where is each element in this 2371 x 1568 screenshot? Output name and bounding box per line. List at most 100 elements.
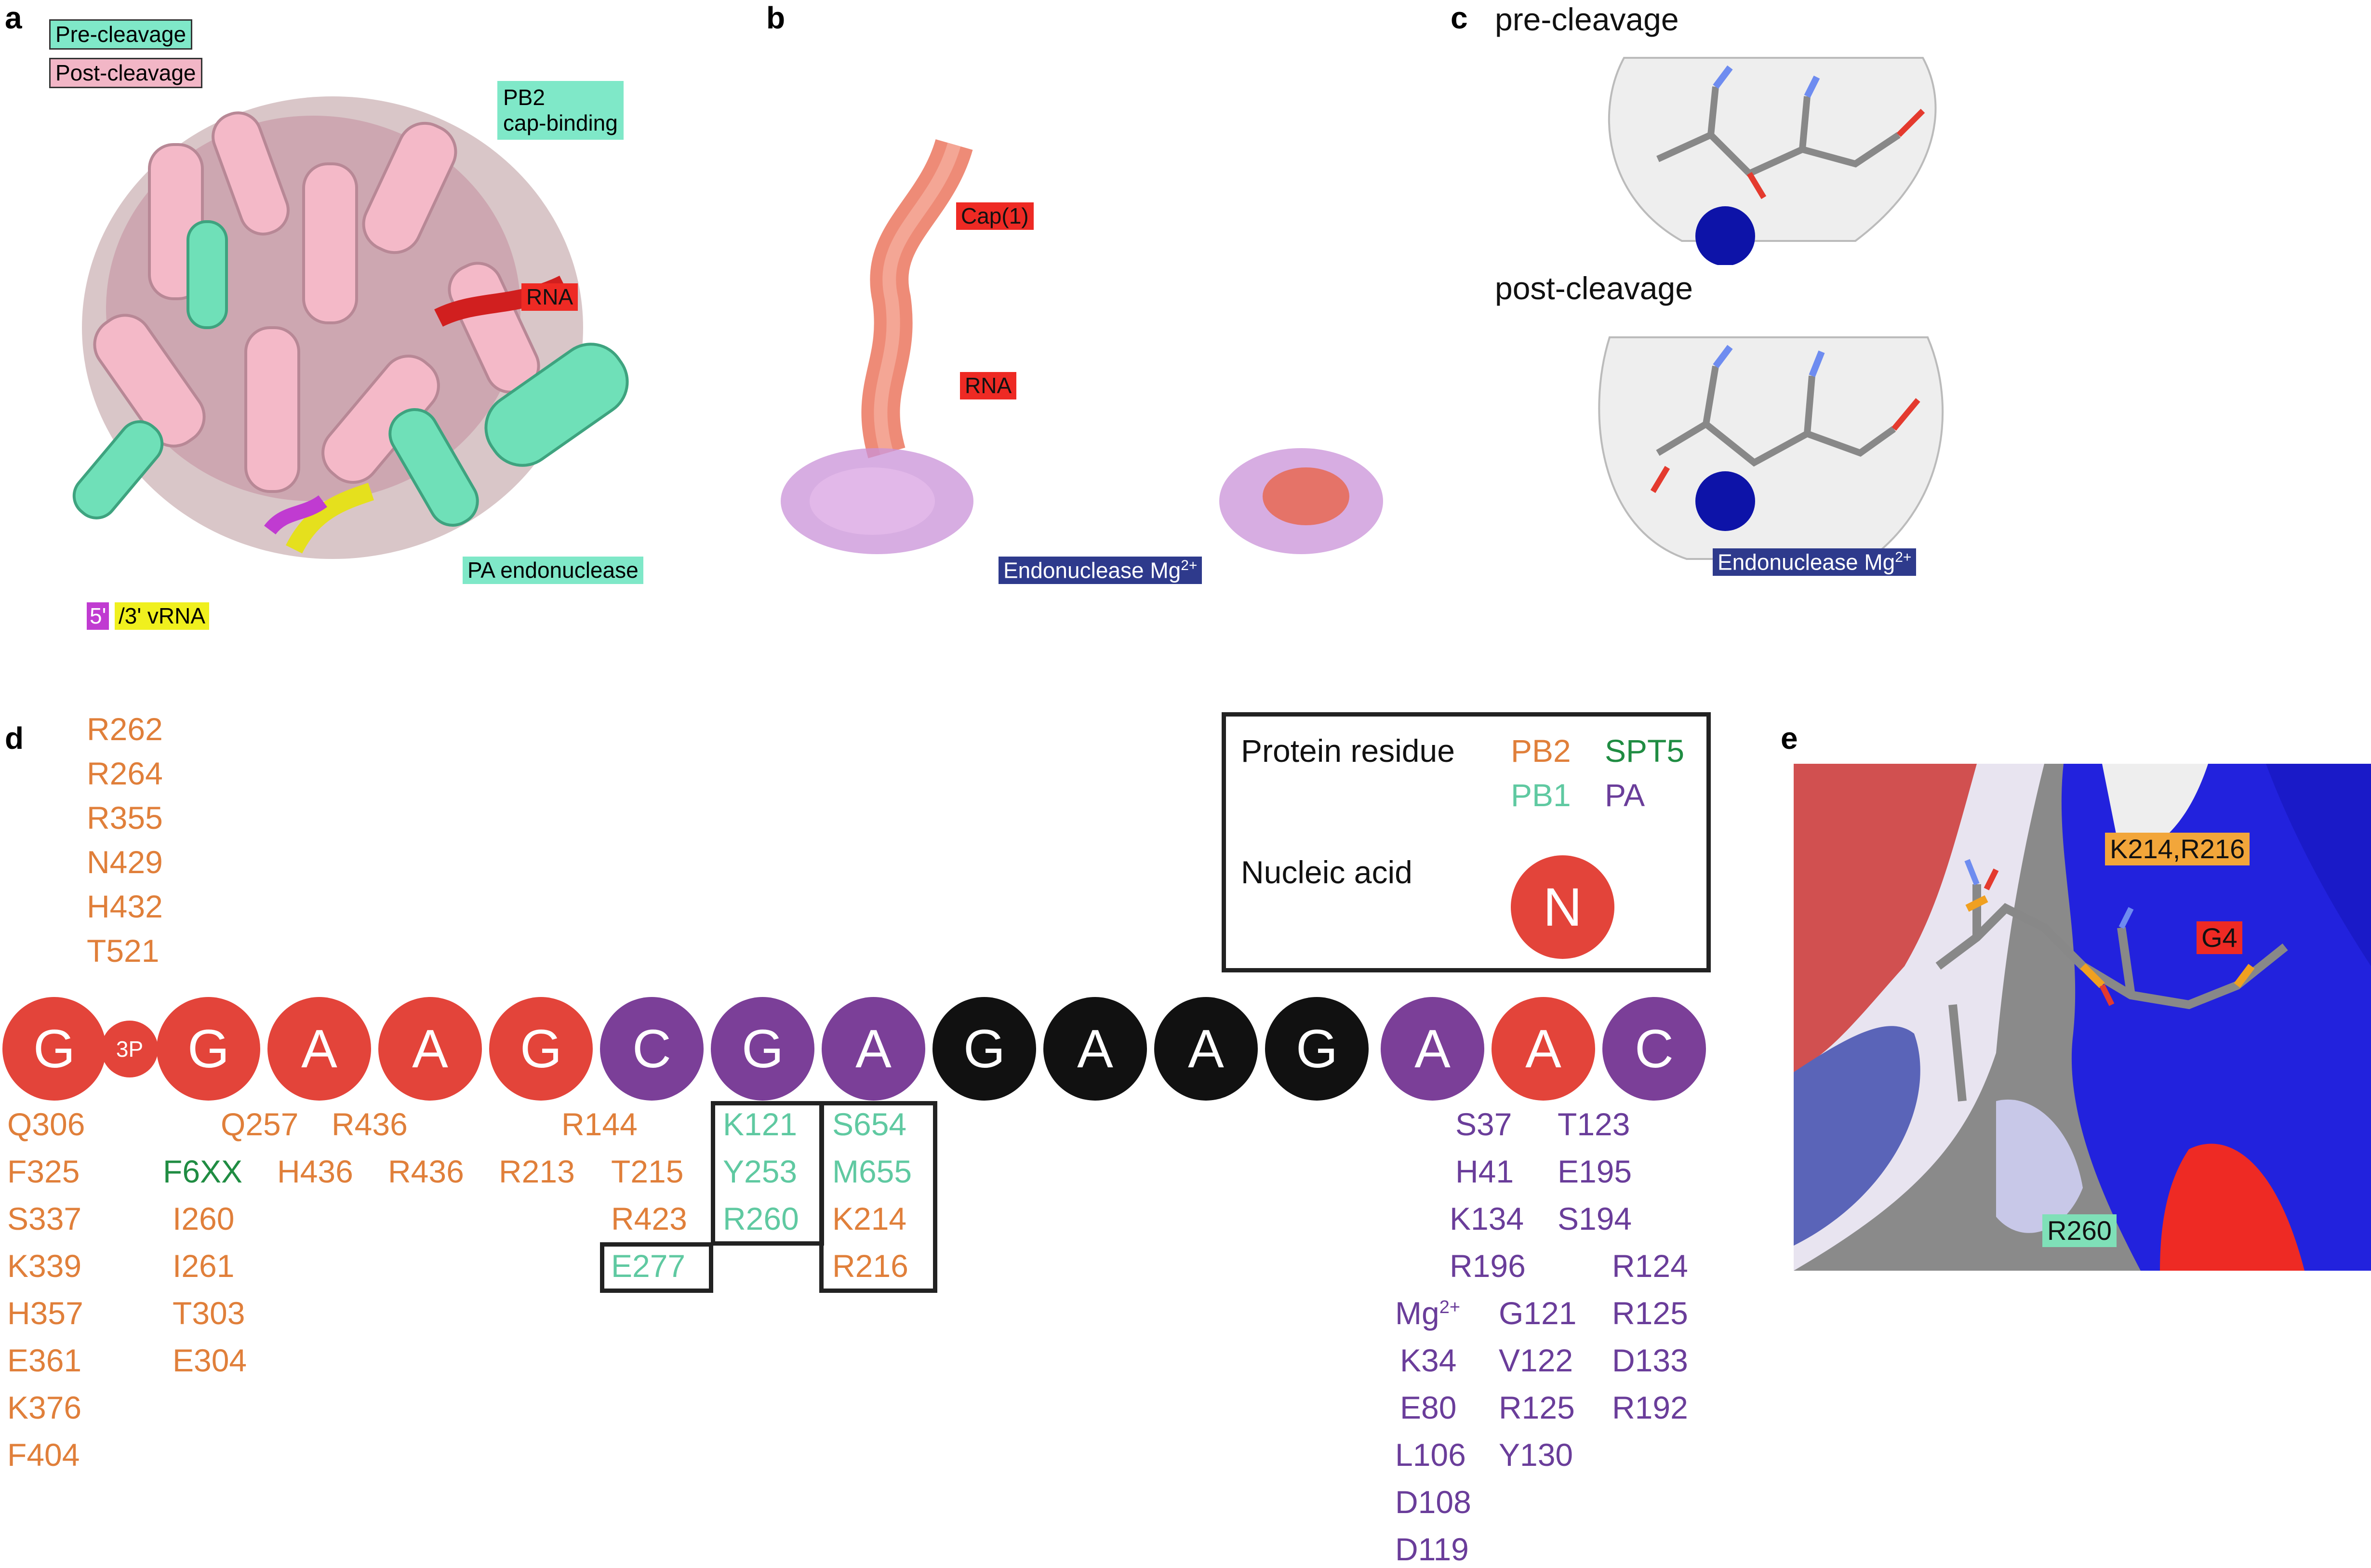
- vrna-3-tag: /3' vRNA: [115, 602, 210, 630]
- mg-superscript-d: 2+: [1439, 1297, 1461, 1317]
- e277-box: [600, 1242, 713, 1293]
- endonuclease-mg-tag-c: Endonuclease Mg2+: [1713, 548, 1917, 576]
- nucleotide: G: [932, 997, 1036, 1101]
- residue: T303: [173, 1295, 245, 1331]
- r260-tag: R260: [2042, 1214, 2117, 1248]
- residue: R196: [1450, 1248, 1526, 1284]
- residue: T215: [611, 1154, 684, 1189]
- legend-pb2: PB2: [1511, 733, 1571, 769]
- nucleotide: G: [157, 997, 260, 1101]
- residue: R124: [1612, 1248, 1688, 1284]
- residue: K376: [7, 1390, 82, 1425]
- nucleotide: A: [1492, 997, 1595, 1101]
- top-residue: T521: [87, 933, 160, 969]
- residue: Y253: [723, 1154, 798, 1189]
- residue: R216: [832, 1248, 908, 1284]
- nucleotide: A: [267, 997, 371, 1101]
- legend-protein-residue: Protein residue: [1241, 733, 1455, 769]
- residue: K121: [723, 1106, 798, 1142]
- residue: G121: [1499, 1295, 1577, 1331]
- legend-pb1: PB1: [1511, 777, 1571, 813]
- nucleotide: G: [1265, 997, 1369, 1101]
- residue-column-pa4: T123 E195 S194: [1558, 1108, 1632, 1235]
- residue: R192: [1612, 1390, 1688, 1425]
- residue-column-2: I260 I261 T303 E304: [173, 1203, 247, 1376]
- residue: K214: [832, 1201, 907, 1236]
- post-cleavage-tag: Post-cleavage: [49, 58, 202, 88]
- residue: Q257: [221, 1106, 299, 1142]
- residue: S37: [1455, 1106, 1512, 1142]
- residue-column-pa2: K34 E80 L106 D108 D119: [1395, 1344, 1471, 1565]
- panel-c-pre-image: [1608, 57, 1937, 265]
- residue: K34: [1400, 1342, 1457, 1378]
- nucleotide: G: [2, 997, 106, 1101]
- top-residue-stack: R262 R264 R355 N429 H432 T521: [87, 713, 163, 967]
- residue: I261: [173, 1248, 235, 1284]
- residue: R436: [332, 1106, 408, 1142]
- panel-a-structure-image: [72, 96, 629, 559]
- k214-r216-tag: K214,R216: [2105, 833, 2250, 866]
- residue: Y130: [1499, 1437, 1573, 1473]
- residue-column-8: S654 M655 K214 R216: [832, 1108, 912, 1282]
- pb2-label: PB2: [503, 85, 545, 110]
- col8-box: [819, 1101, 937, 1293]
- panel-b-letter: b: [766, 0, 786, 35]
- residue: H41: [1455, 1154, 1514, 1189]
- residue: M655: [832, 1154, 912, 1189]
- panel-b-density-image: [781, 139, 1383, 554]
- nucleotide: G: [489, 997, 593, 1101]
- nucleotide: A: [378, 997, 482, 1101]
- residue: R436: [388, 1154, 464, 1189]
- panel-c-letter: c: [1451, 0, 1468, 35]
- panel-e-letter: e: [1781, 721, 1798, 756]
- residue: L106: [1395, 1437, 1466, 1473]
- g4-tag: G4: [2197, 921, 2242, 955]
- vrna-5-tag: 5': [87, 602, 109, 630]
- top-residue: N429: [87, 844, 163, 880]
- mg-text: Mg: [1395, 1295, 1439, 1331]
- nucleotide: C: [600, 997, 704, 1101]
- residue: D119: [1395, 1531, 1469, 1567]
- legend-spt5: SPT5: [1605, 733, 1685, 769]
- residue: T123: [1558, 1106, 1630, 1142]
- cap-binding-label: cap-binding: [503, 110, 618, 135]
- mg-superscript-b: 2+: [1181, 558, 1198, 573]
- nucleotide: A: [822, 997, 925, 1101]
- residue: V122: [1499, 1342, 1573, 1378]
- residue: D133: [1612, 1342, 1688, 1378]
- panel-d-letter: d: [5, 721, 24, 756]
- residue: R213: [499, 1154, 575, 1189]
- residue: E277: [611, 1248, 686, 1284]
- pb2-cap-binding-tag: PB2 cap-binding: [497, 81, 624, 140]
- residue: D108: [1395, 1484, 1471, 1520]
- legend-nucleic-acid: Nucleic acid: [1241, 854, 1412, 890]
- residue: S194: [1558, 1201, 1632, 1236]
- post-cleavage-heading: post-cleavage: [1495, 270, 1693, 306]
- residue: E304: [173, 1342, 247, 1378]
- panel-e-surface-image: [1794, 764, 2371, 1271]
- nucleotide: A: [1154, 997, 1258, 1101]
- residue: K134: [1450, 1201, 1524, 1236]
- rna-tag-b: RNA: [960, 372, 1017, 399]
- residue: K339: [7, 1248, 82, 1284]
- legend-nucleotide-symbol: N: [1511, 855, 1614, 959]
- mg-label-d: Mg2+: [1395, 1297, 1460, 1329]
- residue-column-pa3: G121 V122 R125 Y130: [1499, 1297, 1576, 1471]
- residue: H436: [277, 1154, 353, 1189]
- nucleotide: A: [1381, 997, 1484, 1101]
- mg-superscript-c: 2+: [1895, 549, 1912, 565]
- nucleotide: C: [1602, 997, 1706, 1101]
- residue: F325: [7, 1154, 80, 1189]
- top-residue: H432: [87, 889, 163, 924]
- residue: H357: [7, 1295, 83, 1331]
- residue-column-7: K121 Y253 R260: [723, 1108, 799, 1235]
- residue: R144: [561, 1106, 638, 1142]
- legend-box: [1222, 712, 1711, 972]
- phosphate-3p: 3P: [101, 1021, 158, 1077]
- pre-cleavage-tag: Pre-cleavage: [49, 19, 193, 50]
- residue: R423: [611, 1201, 687, 1236]
- residue: E80: [1400, 1390, 1457, 1425]
- residue-column-1: Q306 F325 S337 K339 H357 E361 K376 F404: [7, 1108, 85, 1471]
- residue: S337: [7, 1201, 82, 1236]
- panel-a-letter: a: [5, 0, 22, 35]
